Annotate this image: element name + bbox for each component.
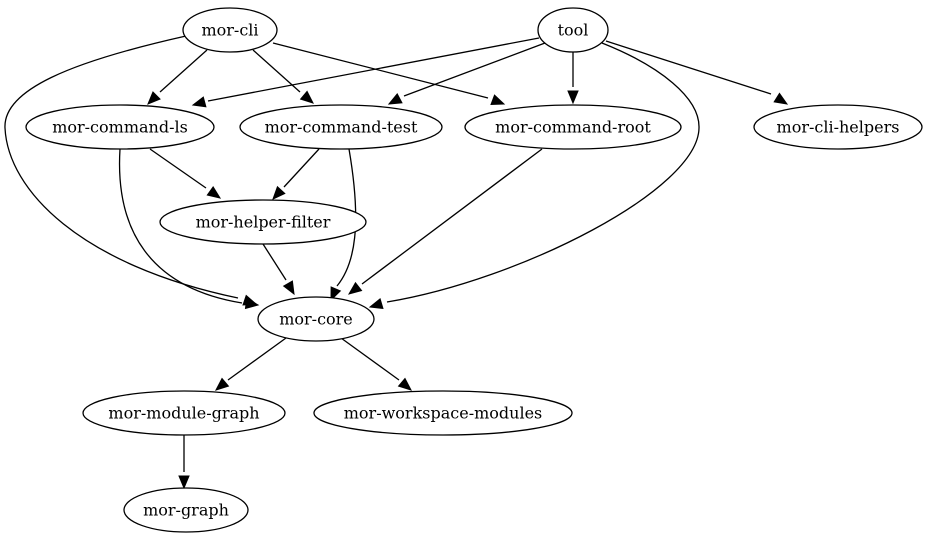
edge-mor-command-test-to-mor-helper-filter: [272, 148, 320, 200]
arrowhead-icon: [282, 280, 295, 296]
node-ellipse: [464, 104, 682, 150]
arrowhead-icon: [368, 297, 384, 309]
node-mor-module-graph: mor-module-graph: [82, 390, 286, 436]
edge-tool-to-mor-command-root: [567, 52, 579, 105]
edge-line: [252, 49, 301, 93]
arrowhead-icon: [147, 91, 161, 105]
arrowhead-icon: [387, 93, 403, 105]
node-label: mor-command-root: [495, 118, 651, 137]
edge-mor-command-ls-to-mor-helper-filter: [149, 148, 222, 199]
arrowhead-icon: [215, 377, 230, 391]
arrowhead-icon: [178, 475, 190, 490]
node-label: mor-command-ls: [52, 118, 188, 137]
arrowhead-icon: [191, 96, 207, 108]
arrowhead-icon: [567, 90, 579, 105]
edge-line: [283, 148, 320, 188]
edge-mor-cli-to-mor-command-test: [252, 49, 314, 104]
edge-mor-helper-filter-to-mor-core: [262, 243, 295, 296]
edge-line: [361, 148, 543, 285]
node-mor-core: mor-core: [257, 296, 375, 342]
edge-line: [336, 148, 357, 287]
edge-line: [605, 40, 772, 95]
node-ellipse: [537, 7, 609, 53]
node-mor-helper-filter: mor-helper-filter: [159, 199, 367, 245]
edge-mor-command-ls-to-mor-core: [118, 148, 260, 310]
edge-line: [149, 148, 207, 189]
edge-tool-to-mor-core: [368, 42, 700, 309]
node-ellipse: [257, 296, 375, 342]
edge-mor-core-to-mor-module-graph: [215, 337, 287, 391]
edge-line: [403, 42, 546, 97]
edges-layer: [4, 35, 789, 490]
arrowhead-icon: [330, 286, 342, 302]
nodes-layer: mor-cli tool mor-command-ls mor-command-tes…: [25, 7, 923, 533]
edge-mor-cli-to-mor-command-root: [272, 42, 506, 105]
edge-line: [262, 243, 287, 281]
arrowhead-icon: [347, 281, 363, 295]
node-ellipse: [123, 487, 249, 533]
node-mor-workspace-modules: mor-workspace-modules: [313, 390, 573, 436]
edge-line: [340, 337, 400, 381]
node-label: mor-cli: [201, 21, 258, 40]
edge-tool-to-mor-command-ls: [191, 37, 540, 108]
arrowhead-icon: [773, 92, 789, 105]
node-mor-command-root: mor-command-root: [464, 104, 682, 150]
arrowhead-icon: [272, 185, 286, 200]
node-ellipse: [159, 199, 367, 245]
arrowhead-icon: [299, 90, 314, 104]
edge-tool-to-mor-command-test: [387, 42, 546, 105]
arrowhead-icon: [490, 94, 506, 105]
node-ellipse: [82, 390, 286, 436]
edge-mor-cli-to-mor-core: [4, 35, 258, 306]
edge-line: [386, 42, 700, 303]
node-label: mor-command-test: [265, 118, 418, 137]
edge-line: [4, 35, 239, 299]
node-ellipse: [182, 7, 278, 53]
node-label: mor-core: [279, 310, 353, 329]
node-label: mor-graph: [143, 501, 229, 520]
node-mor-command-ls: mor-command-ls: [25, 104, 215, 150]
node-mor-command-test: mor-command-test: [239, 104, 443, 150]
edge-mor-core-to-mor-workspace-modules: [340, 337, 412, 391]
node-tool: tool: [537, 7, 609, 53]
arrowhead-icon: [397, 377, 412, 391]
edge-line: [159, 49, 208, 93]
edge-line: [118, 148, 243, 304]
edge-line: [272, 42, 489, 99]
node-label: tool: [558, 21, 589, 40]
edge-mor-cli-to-mor-command-ls: [147, 49, 208, 105]
node-mor-cli: mor-cli: [182, 7, 278, 53]
arrowhead-icon: [206, 186, 222, 199]
node-label: mor-workspace-modules: [344, 404, 543, 423]
arrowhead-icon: [244, 297, 260, 310]
node-ellipse: [753, 104, 923, 150]
edge-mor-module-graph-to-mor-graph: [178, 435, 190, 490]
edge-mor-command-test-to-mor-core: [330, 148, 357, 302]
edge-line: [227, 337, 287, 381]
node-label: mor-cli-helpers: [777, 118, 900, 137]
edge-mor-command-root-to-mor-core: [347, 148, 543, 295]
node-ellipse: [25, 104, 215, 150]
node-label: mor-helper-filter: [196, 213, 331, 232]
node-ellipse: [239, 104, 443, 150]
edge-tool-to-mor-cli-helpers: [605, 40, 789, 105]
node-mor-cli-helpers: mor-cli-helpers: [753, 104, 923, 150]
node-ellipse: [313, 390, 573, 436]
edge-line: [207, 37, 540, 102]
node-label: mor-module-graph: [108, 404, 259, 423]
node-mor-graph: mor-graph: [123, 487, 249, 533]
